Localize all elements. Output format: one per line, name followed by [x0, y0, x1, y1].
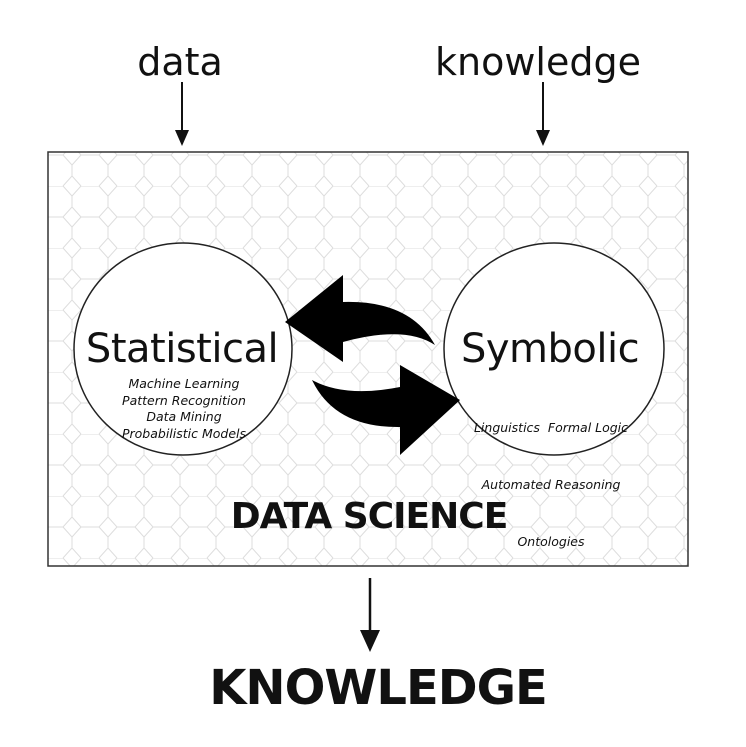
- symbolic-circle: [443, 242, 665, 456]
- symbolic-title: Symbolic: [460, 326, 640, 372]
- list-item: Machine Learning: [128, 376, 240, 391]
- list-item: Data Mining: [146, 409, 222, 424]
- knowledge-output-label: KNOWLEDGE: [209, 660, 548, 716]
- list-item: Probabilistic Models: [121, 425, 247, 441]
- knowledge-output-arrow: [360, 578, 380, 652]
- symbolic-items: Linguistics Formal Logic Automated Reaso…: [474, 380, 628, 570]
- knowledge-down-arrow: [536, 82, 550, 146]
- data-label: data: [137, 40, 223, 84]
- statistical-circle: [73, 242, 293, 456]
- statistical-title: Statistical: [85, 326, 279, 372]
- list-item: Automated Reasoning: [481, 477, 621, 492]
- data-down-arrow: [175, 82, 189, 146]
- knowledge-label: knowledge: [435, 40, 641, 84]
- arrow-left-icon: [285, 275, 435, 362]
- data-science-label: DATA SCIENCE: [230, 496, 509, 537]
- list-item: Linguistics Formal Logic: [473, 420, 629, 435]
- list-item: Pattern Recognition: [122, 392, 246, 408]
- arrow-right-icon: [312, 365, 460, 455]
- statistical-items: Machine Learning Pattern Recognition Dat…: [122, 376, 246, 442]
- list-item: Ontologies: [517, 534, 585, 549]
